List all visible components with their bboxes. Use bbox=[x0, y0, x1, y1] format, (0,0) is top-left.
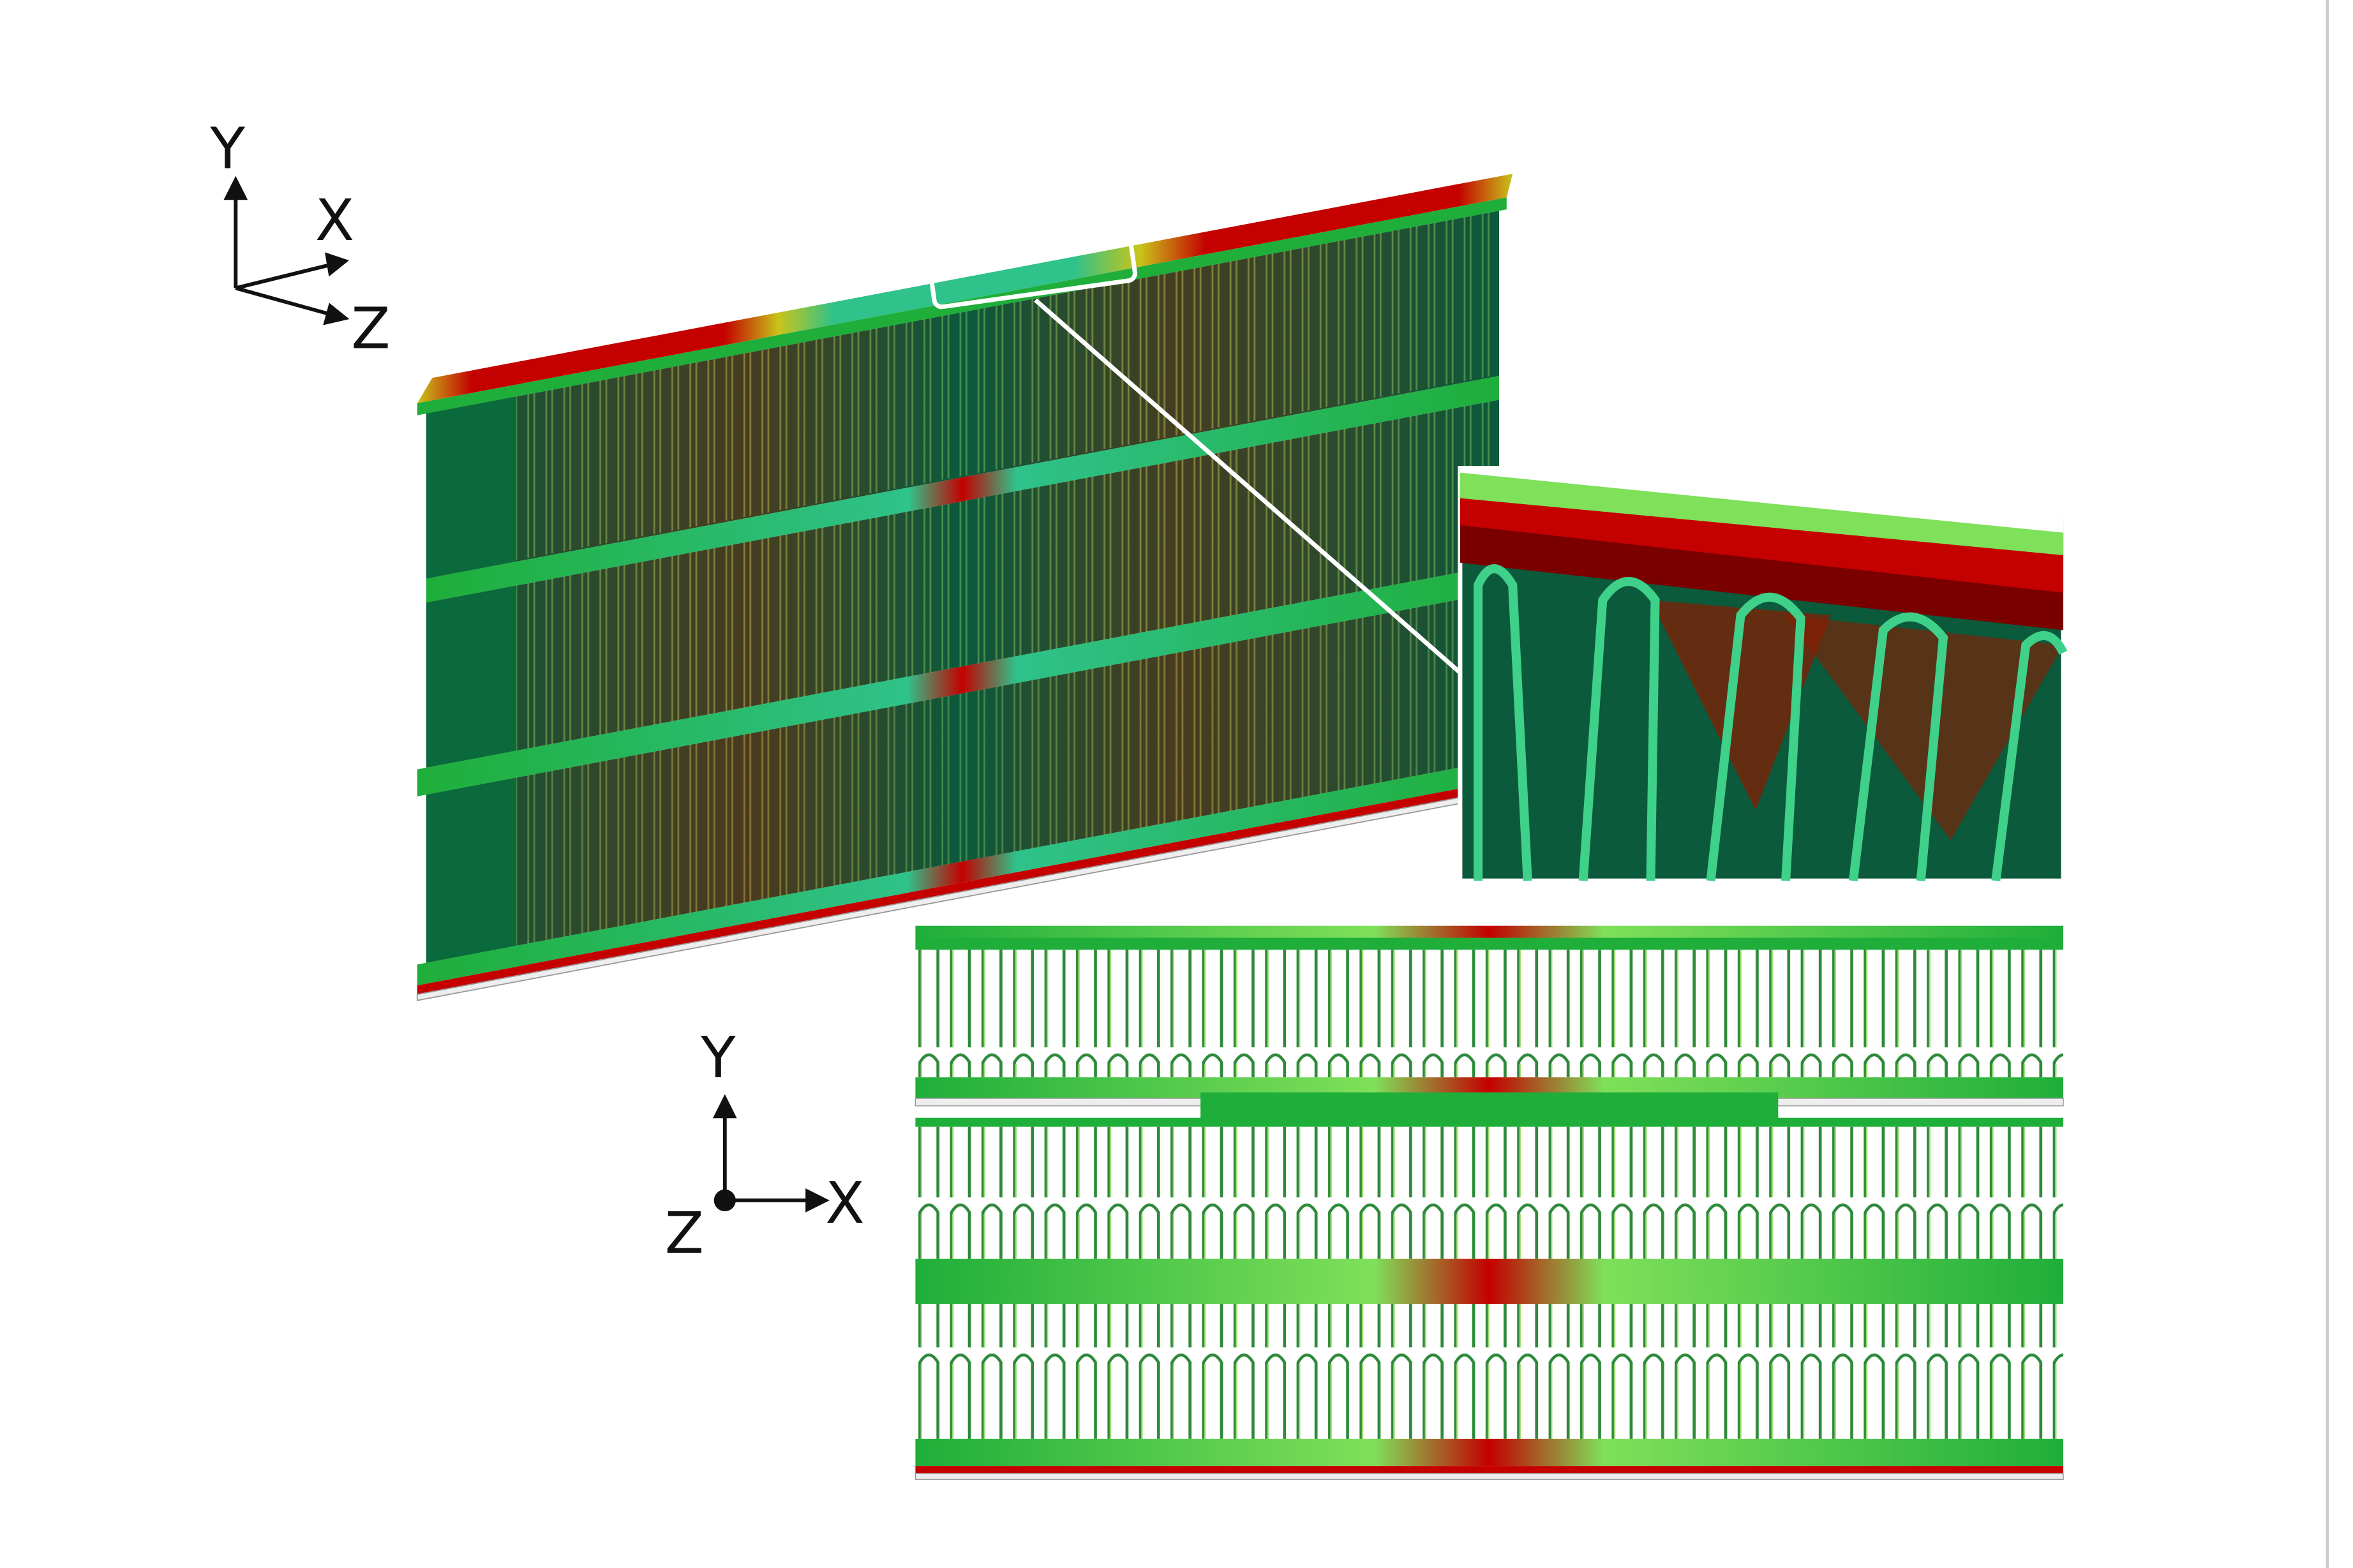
zoom-highlight-box bbox=[926, 221, 1137, 310]
iso-axis-z-label: Z bbox=[351, 295, 390, 362]
front-axis-y-label: Y bbox=[700, 1025, 736, 1091]
top-flange-face bbox=[417, 174, 1513, 403]
front-axis-triad bbox=[712, 1094, 830, 1213]
beam-tier-3 bbox=[416, 592, 1507, 1001]
beam-tier-2 bbox=[417, 399, 1507, 796]
front-axis-z-label: Z bbox=[665, 1200, 704, 1267]
iso-axis-triad bbox=[223, 175, 350, 325]
iso-axis-y-label: Y bbox=[209, 116, 245, 182]
front-view-model bbox=[915, 925, 2064, 1480]
beam-tier-1 bbox=[426, 211, 1500, 603]
zoom-inset bbox=[1458, 466, 2068, 883]
front-axis-x-label: X bbox=[825, 1170, 864, 1237]
zoom-leader-line bbox=[1034, 298, 1465, 677]
iso-axis-x-label: X bbox=[315, 188, 354, 254]
